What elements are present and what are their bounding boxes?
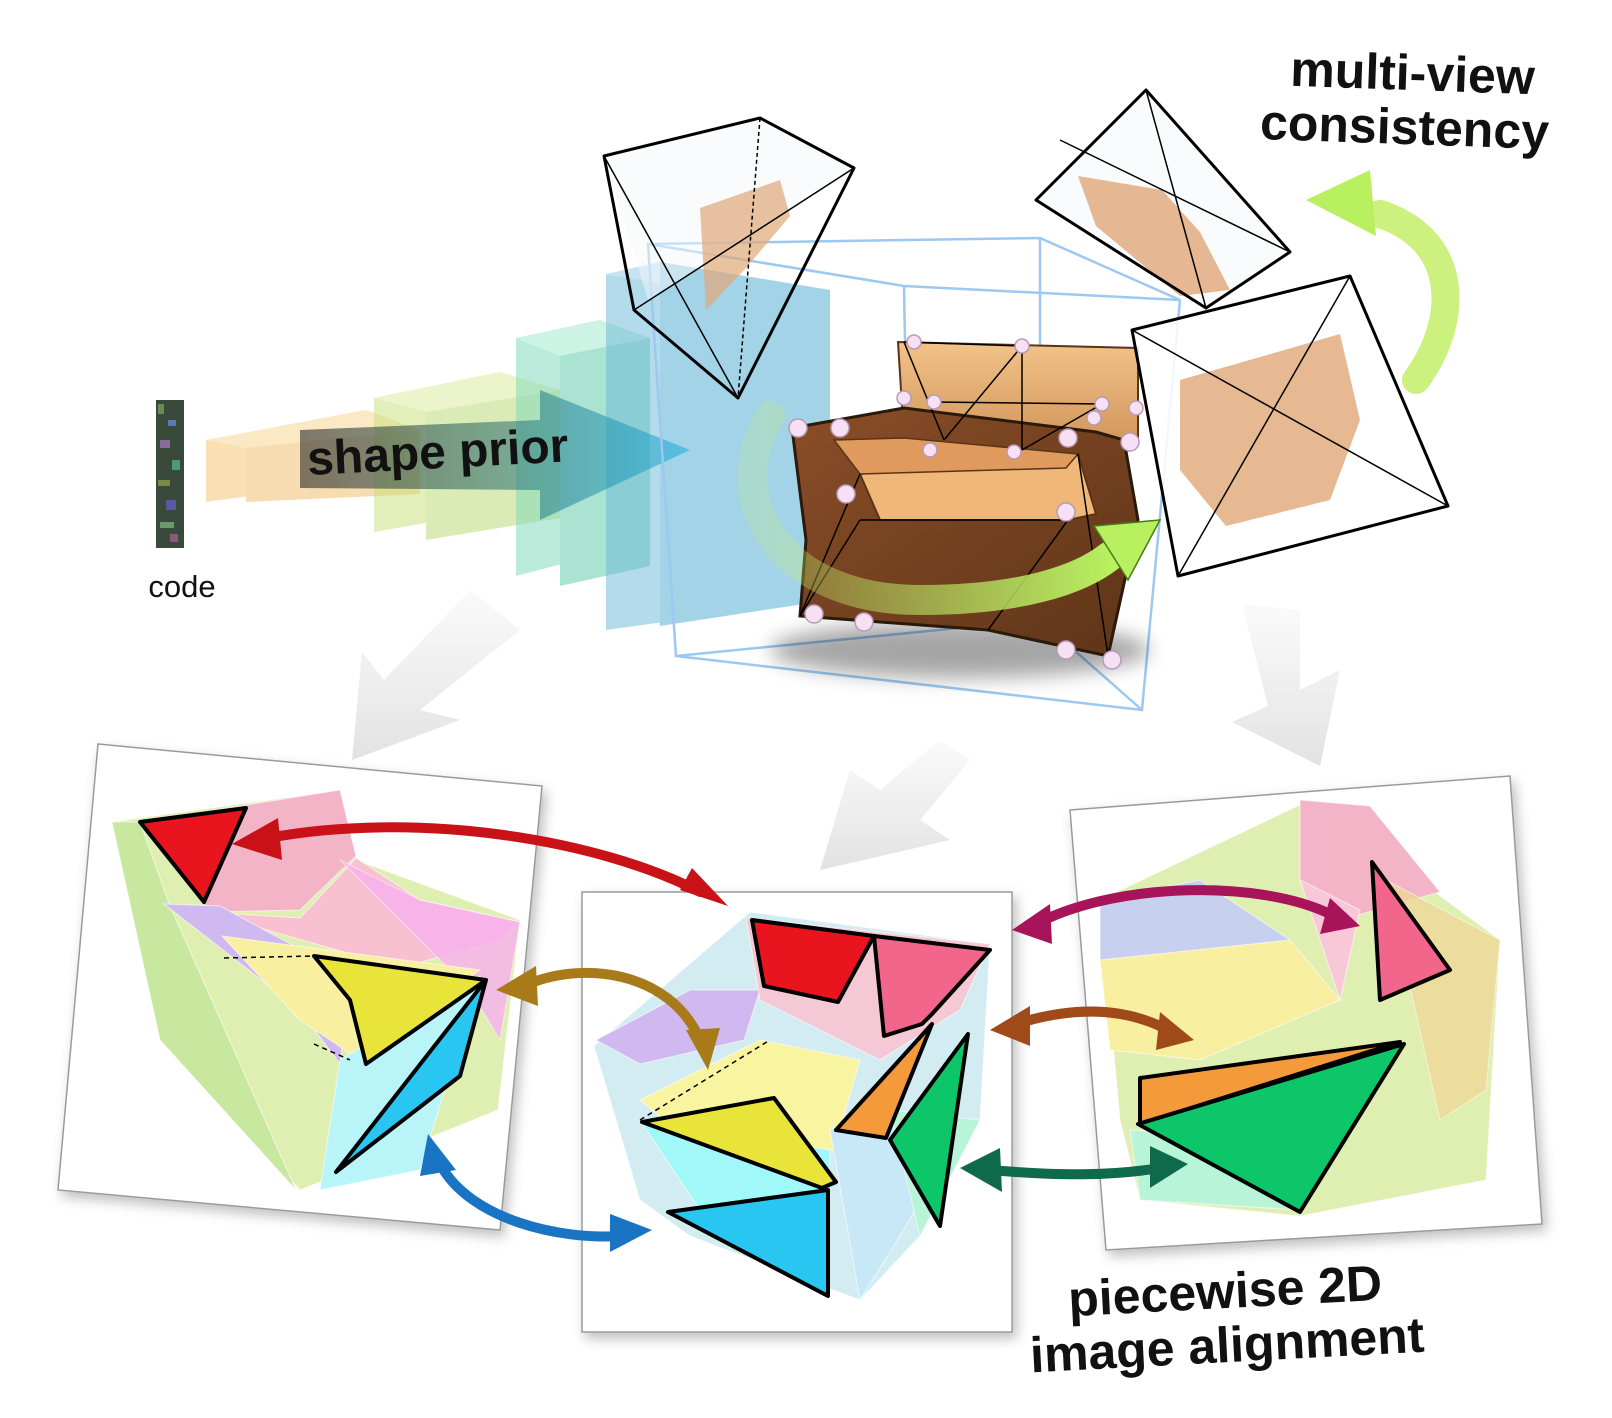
- shape-prior-network: code shape prior: [148, 262, 830, 630]
- view-panel-right: [1069, 775, 1543, 1251]
- mesh-vertices: [788, 334, 1144, 670]
- view-panel-left: [57, 743, 543, 1231]
- multi-view-flow-arrow: [737, 401, 1125, 616]
- correspondence-arrows: [232, 818, 1360, 1252]
- camera-frustum-3: [1130, 274, 1450, 578]
- camera-frustum-2: [1034, 88, 1292, 310]
- consistency-arrow: [1366, 200, 1460, 394]
- multi-view-label-line1: multi-view: [1289, 41, 1535, 106]
- flow-arrowhead-1: [1092, 519, 1162, 582]
- shape-prior-arrow: [300, 390, 690, 520]
- projection-arrows: [352, 590, 1340, 870]
- camera-frustum-1: [602, 116, 856, 400]
- code-label: code: [148, 569, 215, 604]
- view-panel-middle: [581, 891, 1013, 1333]
- latent-code-icon: [156, 400, 184, 548]
- multi-view-label-line2: consistency: [1259, 94, 1550, 160]
- consistency-arrowhead: [1306, 170, 1376, 236]
